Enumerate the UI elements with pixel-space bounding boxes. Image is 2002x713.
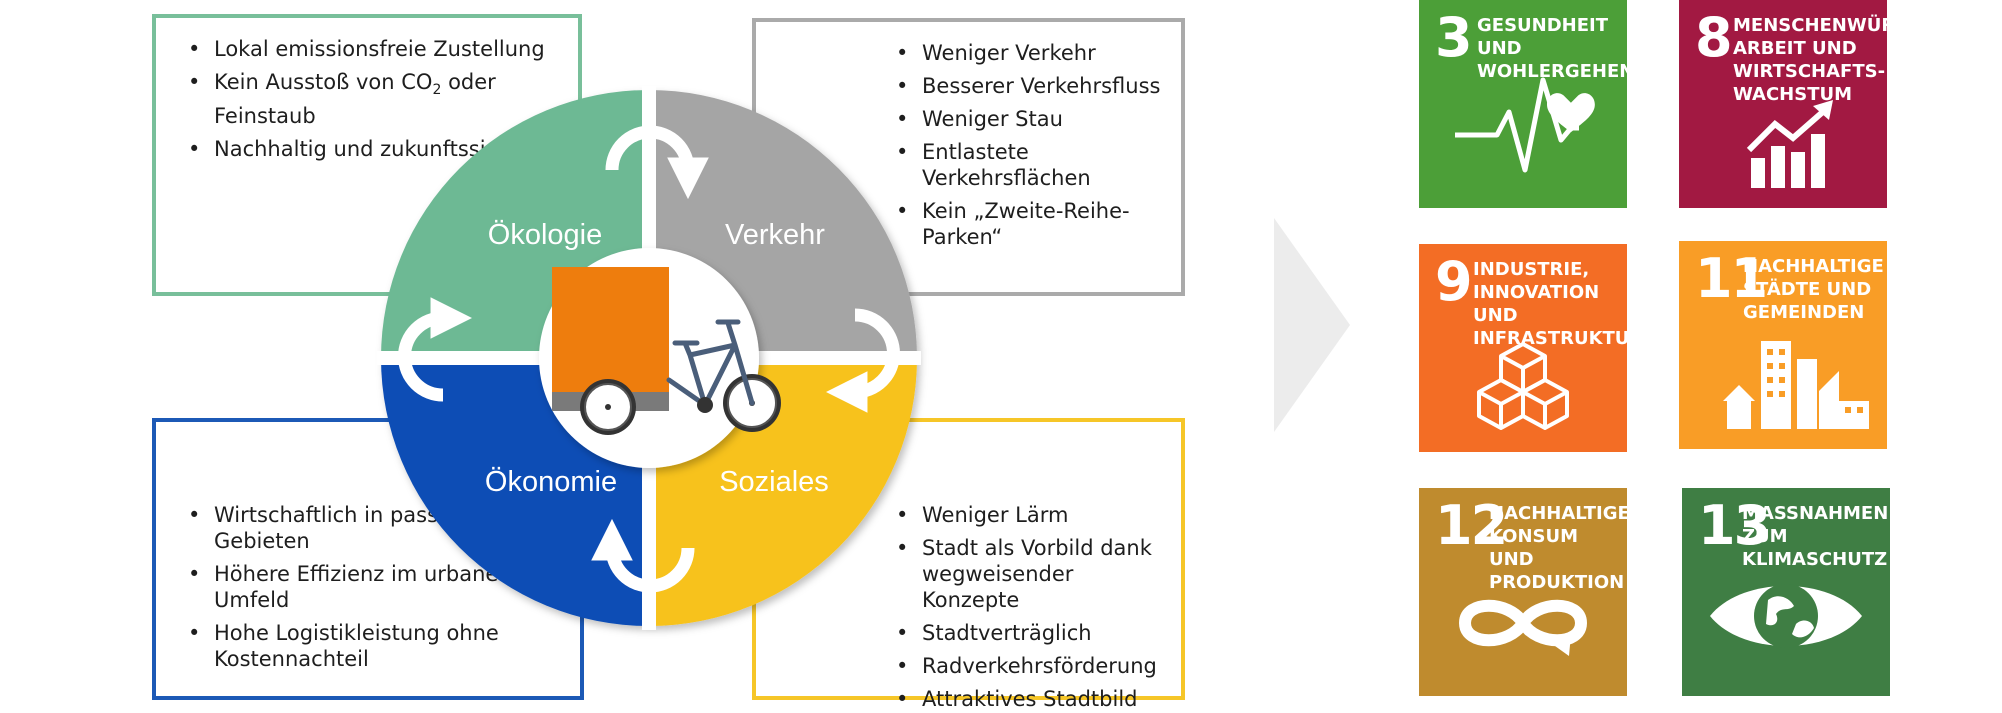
label-verkehr: Verkehr: [725, 219, 825, 251]
co2-subscript: 2: [432, 82, 442, 99]
infinity-icon: [1458, 599, 1588, 656]
sdg-number: 8: [1695, 6, 1733, 69]
list-item: Weniger Lärm: [896, 502, 1161, 528]
sdg-number: 9: [1435, 250, 1473, 313]
cycle-arrow-top: [605, 125, 709, 200]
eye-globe-icon: [1710, 584, 1862, 648]
sdg-tile-13: 13 MASSNAHMEN ZUM KLIMASCHUTZ: [1682, 488, 1890, 696]
list-item: Lokal emissionsfreie Zustellung: [188, 36, 558, 62]
cycle-arrow-bottom: [591, 518, 695, 593]
heartbeat-icon: [1455, 77, 1595, 173]
list-item: Kein Ausstoß von CO2 oder Feinstaub: [188, 69, 558, 129]
city-icon: [1723, 341, 1869, 429]
label-oekonomie: Ökonomie: [485, 466, 617, 498]
sdg-number: 13: [1698, 494, 1771, 557]
list-item: Radverkehrsförderung: [896, 653, 1161, 679]
sdg-title: NACHHALTIGE/R KONSUM UND PRODUKTION: [1489, 503, 1651, 593]
sdg-tile-11: 11 NACHHALTIGE STÄDTE UND GEMEINDEN: [1679, 241, 1887, 449]
list-item: Höhere Effizienz im urbanen Umfeld: [188, 561, 560, 613]
sdg-title: NACHHALTIGE STÄDTE UND GEMEINDEN: [1743, 256, 1884, 323]
sdg-tile-12: 12 NACHHALTIGE/R KONSUM UND PRODUKTION: [1419, 488, 1651, 696]
list-item: Weniger Stau: [896, 106, 1161, 132]
list-item: Stadt als Vorbild dank wegweisender Konz…: [896, 535, 1161, 613]
list-item-text: Kein Ausstoß von CO: [214, 70, 433, 94]
sdg-title: INDUSTRIE, INNOVATION UND INFRASTRUKTUR: [1473, 259, 1644, 349]
soziales-list: Weniger Lärm Stadt als Vorbild dank wegw…: [896, 502, 1161, 712]
sdg-tile-8: 8 MENSCHENWÜRDIGE ARBEIT UND WIRTSCHAFTS…: [1679, 0, 1944, 208]
list-item-text: oder Feinstaub: [214, 70, 496, 129]
list-item: Stadtverträglich: [896, 620, 1161, 646]
cycle-arrow-left: [398, 297, 473, 402]
verkehr-list: Weniger Verkehr Besserer Verkehrsfluss W…: [896, 40, 1161, 250]
growth-chart-icon: [1746, 100, 1833, 188]
cycle-arrow-right: [825, 308, 900, 413]
cargo-bike-icon: [552, 267, 781, 435]
list-item-text: Lokal emissionsfreie Zustellung: [214, 37, 545, 61]
list-item: Besserer Verkehrsfluss: [896, 73, 1161, 99]
sdg-title: MENSCHENWÜRDIGE ARBEIT UND WIRTSCHAFTS-W…: [1733, 15, 1944, 105]
sdg-tile-9: 9 INDUSTRIE, INNOVATION UND INFRASTRUKTU…: [1419, 244, 1644, 452]
chevron-arrow-icon: [1274, 218, 1350, 432]
sdg-tile-3: 3 GESUNDHEIT UND WOHLERGEHEN: [1419, 0, 1635, 208]
sdg-number: 11: [1695, 247, 1768, 310]
sdg-title: GESUNDHEIT UND WOHLERGEHEN: [1477, 15, 1635, 82]
list-item: Entlastete Verkehrsflächen: [896, 139, 1161, 191]
oekonomie-list: Wirtschaftlich in passenden Gebieten Höh…: [188, 502, 560, 672]
sdg-title: MASSNAHMEN ZUM KLIMASCHUTZ: [1742, 503, 1889, 570]
cubes-icon: [1477, 342, 1569, 430]
label-soziales: Soziales: [719, 466, 829, 498]
list-item: Attraktives Stadtbild: [896, 686, 1161, 712]
label-oekologie: Ökologie: [488, 219, 602, 251]
list-item: Hohe Logistikleistung ohne Kostennachtei…: [188, 620, 560, 672]
list-item: Weniger Verkehr: [896, 40, 1161, 66]
list-item: Kein „Zweite-Reihe-Parken“: [896, 198, 1161, 250]
sdg-number: 12: [1435, 494, 1508, 557]
sdg-number: 3: [1435, 6, 1473, 69]
